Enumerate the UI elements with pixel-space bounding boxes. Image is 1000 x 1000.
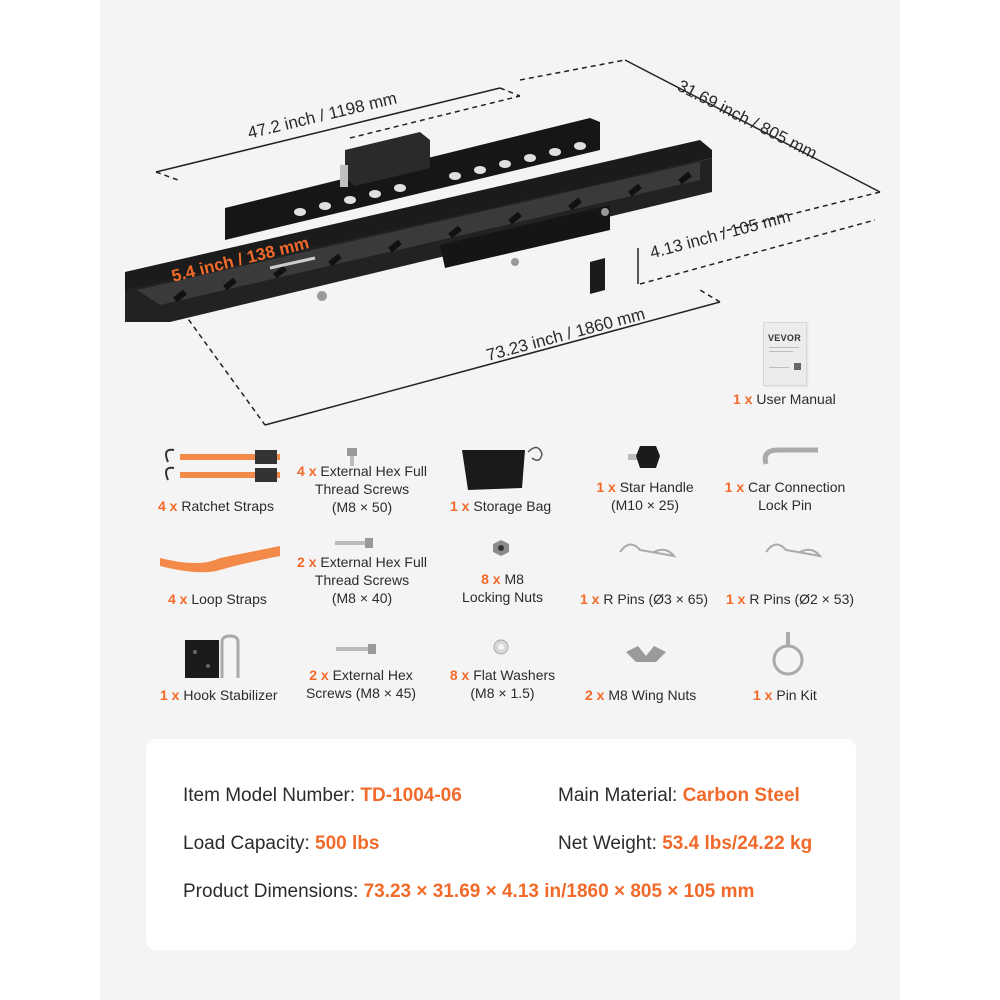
pin-kit-icon bbox=[772, 632, 804, 676]
loop-strap-icon bbox=[160, 546, 280, 573]
item-label-flat-washers: 8 x Flat Washers (M8 × 1.5) bbox=[449, 667, 556, 701]
item-label-r-pins-65: 1 x R Pins (Ø3 × 65) bbox=[580, 591, 709, 607]
r-pin-65-icon bbox=[619, 543, 677, 558]
lock-pin-icon bbox=[762, 447, 818, 465]
manual-label: 1 x User Manual bbox=[733, 390, 836, 408]
hex-screw-40-icon bbox=[335, 538, 373, 548]
spec-product-dimensions: Product Dimensions: 73.23 × 31.69 × 4.13… bbox=[183, 881, 755, 902]
hex-screw-50-icon bbox=[347, 448, 357, 466]
carrier-frame bbox=[125, 118, 712, 322]
item-label-star-handle: 1 x Star Handle (M10 × 25) bbox=[596, 479, 694, 513]
item-label-hook-stabilizer: 1 x Hook Stabilizer bbox=[160, 687, 278, 703]
length-dim-line bbox=[264, 301, 721, 426]
r-pin-53-icon bbox=[765, 543, 823, 558]
flat-washer-icon bbox=[493, 639, 509, 655]
item-label-ratchet-straps: 4 x Ratchet Straps bbox=[158, 498, 274, 514]
item-label-hex-screw-40: 2 x External Hex Full Thread Screws (M8 … bbox=[297, 554, 427, 606]
item-label-lock-pin: 1 x Car Connection Lock Pin bbox=[724, 479, 846, 513]
dimension-lines bbox=[155, 59, 881, 426]
star-handle-icon bbox=[628, 446, 660, 468]
storage-bag-icon bbox=[462, 446, 543, 490]
item-label-hex-screw-50: 4 x External Hex Full Thread Screws (M8 … bbox=[297, 463, 427, 515]
item-label-locking-nuts: 8 x M8 Locking Nuts bbox=[462, 571, 543, 605]
spec-main-material: Main Material: Carbon Steel bbox=[558, 785, 800, 806]
depth-dim-line bbox=[624, 59, 881, 193]
wing-nut-icon bbox=[626, 646, 666, 662]
locking-nut-icon bbox=[493, 540, 509, 556]
item-label-pin-kit: 1 x Pin Kit bbox=[753, 687, 817, 703]
item-label-wing-nuts: 2 x M8 Wing Nuts bbox=[585, 687, 697, 703]
spec-model-number: Item Model Number: TD-1004-06 bbox=[183, 785, 462, 806]
hex-screw-45-icon bbox=[336, 644, 376, 654]
ratchet-strap-icon bbox=[165, 448, 280, 482]
item-label-storage-bag: 1 x Storage Bag bbox=[450, 498, 552, 514]
user-manual-icon: VEVOR bbox=[763, 322, 807, 386]
spec-net-weight: Net Weight: 53.4 lbs/24.22 kg bbox=[558, 833, 813, 854]
specs-card: Item Model Number: TD-1004-06 Main Mater… bbox=[146, 739, 856, 950]
carrier-illustration bbox=[125, 59, 881, 426]
width-dim-line bbox=[155, 87, 501, 173]
manual-brand: VEVOR bbox=[768, 333, 802, 343]
manual-qty: 1 x bbox=[733, 391, 753, 407]
manual-name: User Manual bbox=[756, 391, 836, 407]
item-label-hex-screw-45: 2 x External Hex Screws (M8 × 45) bbox=[305, 667, 417, 701]
qr-code-icon bbox=[794, 363, 801, 370]
item-label-r-pins-53: 1 x R Pins (Ø2 × 53) bbox=[726, 591, 855, 607]
item-label-loop-straps: 4 x Loop Straps bbox=[168, 591, 267, 607]
spec-load-capacity: Load Capacity: 500 lbs bbox=[183, 833, 380, 854]
hook-stabilizer-icon bbox=[185, 634, 240, 678]
accessory-icons bbox=[160, 446, 823, 678]
